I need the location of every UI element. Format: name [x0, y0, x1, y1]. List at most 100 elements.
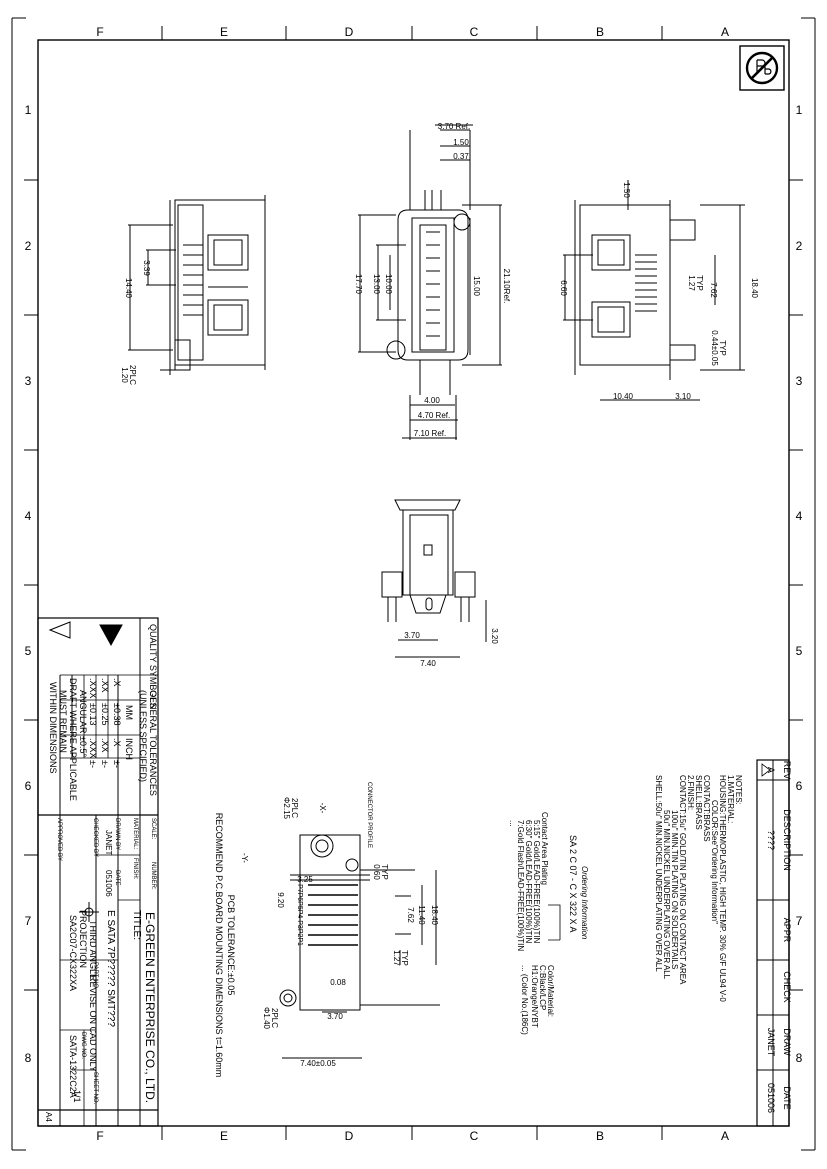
dim-1-50: 1.50 [453, 138, 469, 147]
tol-header-mm: MM [124, 705, 134, 720]
note-line-1: 1.MATERIAL: [726, 775, 735, 823]
dim-3-10: 3.10 [675, 392, 691, 401]
draft-line-1: DRAFT WHERE APPLICABLE [68, 678, 78, 801]
dim-3-70-pcb: 3.70 [327, 1012, 343, 1021]
color-option-c: C:Black/LCP [538, 965, 547, 1010]
tol-row2-mm-key: .XX [100, 678, 110, 693]
rev-header: REV [782, 761, 792, 780]
plating-option-5: 5:15" Gold/LEAD-FREE(100%)TIN [532, 820, 541, 944]
tol-row3-in-val: ±- [88, 760, 98, 768]
zone-bottom-e: E [220, 1129, 228, 1143]
zone-bottom-b: B [596, 1129, 604, 1143]
zone-top-a: A [721, 25, 729, 39]
quality-symbols-label: QUALITY SYMBOLS [148, 624, 158, 708]
angular-tolerance: ANGULAR ±0.5° [78, 690, 88, 757]
tol-row3-mm-val: ±0.13 [88, 703, 98, 725]
dim-1-20: 1.20 [120, 367, 129, 383]
row-numbers-left: 1 2 3 4 5 6 7 8 [25, 103, 32, 1065]
zone-bottom-d: D [345, 1129, 354, 1143]
color-option-h1: H1:Orange/NYBT [530, 965, 539, 1028]
front-view-dims: 3.70 Ref. 1.50 0.37 17.70 13.00 10.00 15… [354, 122, 511, 438]
note-line-6: 2.FINISH: [686, 775, 695, 810]
front-view [358, 124, 502, 440]
dim-9-20: 9.20 [276, 892, 285, 908]
zone-top-f: F [96, 25, 103, 39]
dim-0-60: 0.60 [372, 864, 381, 880]
drawing-title: E SATA 7P????? SMT??? [105, 910, 116, 1027]
row-numbers-right: 1 2 3 4 5 6 7 8 [796, 103, 803, 1065]
right-view-dims: 1.50 6.60 1.27 TYP 7.62 18.40 0.44±0.05 … [559, 182, 759, 401]
dim-b-3-70: 3.70 [404, 631, 420, 640]
note-line-10: SHELL:50u" MIN.NICKEL UNDERPLATING OVER … [654, 775, 663, 972]
dim-1-27-typ: TYP [695, 275, 704, 291]
note-line-8: 100u" MIN.TIN PLATING ON SOLDERTAILS [670, 810, 679, 969]
pcb-labels: RECOMMEND P.C.BOARD MOUNTING DIMENSIONS … [214, 782, 439, 1077]
row-left-6: 6 [25, 779, 32, 793]
title-block: QUALITY SYMBOLS GENERAL TOLERANCES (UNLE… [37, 617, 159, 1127]
dim-3-25: 3.25 [297, 875, 313, 884]
check-header: CHECK [782, 971, 792, 1003]
bottom-view [381, 499, 487, 658]
tolerance-sub: (UNLESS SPECIFIED) [138, 690, 148, 782]
projection-icon [79, 902, 99, 922]
pcb-x-axis: -X- [318, 803, 327, 814]
row-right-7: 7 [796, 914, 803, 928]
tol-row1-in-val: ±- [112, 760, 122, 768]
row-right-5: 5 [796, 644, 803, 658]
dim-21-10-ref: 21.10Ref. [502, 269, 511, 304]
dim-10-40: 10.40 [613, 392, 634, 401]
tol-row3-in-key: .XXX [88, 738, 98, 759]
lead-free-icon [739, 45, 785, 91]
dim-18-40: 18.40 [750, 278, 759, 299]
appr-header: APPR [782, 918, 792, 943]
note-line-4: CONTACT:BRASS [702, 775, 711, 842]
ordering-block: Ordering Information SA 2 C 07 - C X 322… [508, 812, 589, 1035]
pin-numbers: P7P6P5P4 P3P2P1 [296, 884, 303, 946]
dim-7-10-ref: 7.10 Ref. [414, 429, 446, 438]
tolerance-heading: GENERAL TOLERANCES [148, 690, 158, 796]
dim-7-62-pcb: 7.62 [406, 907, 415, 923]
color-option-more: ... (Color No.(186C) [520, 965, 529, 1035]
drawn-by-label: DRAWN BY [114, 818, 120, 850]
filled-triangle-icon [99, 624, 123, 647]
row-right-3: 3 [796, 374, 803, 388]
tol-row3-mm-key: .XXX [88, 678, 98, 699]
finish-label: FINISH: [132, 858, 138, 880]
zone-letters-bottom: F E D C B A [96, 1129, 729, 1143]
bottom-view-dims: 3.70 7.40 3.20 [404, 628, 499, 668]
tol-header-inch: INCH [124, 738, 134, 760]
row-right-8: 8 [796, 1051, 803, 1065]
dwg-no-label: DWG NO. [80, 1032, 86, 1059]
dim-7-40-pcb: 7.40±0.05 [300, 1059, 336, 1068]
revise-on-cad: REVISE ON CAD ONLY [88, 975, 98, 1072]
dim-1-27: 1.27 [687, 275, 696, 291]
dwg-number: SATA-1322C2A [68, 1035, 78, 1098]
dim-4-70-ref: 4.70 Ref. [418, 411, 450, 420]
dim-b-7-40: 7.40 [420, 659, 436, 668]
company-name: E-GREEN ENTERPRISE CO., LTD. [143, 912, 157, 1103]
left-side-view [128, 195, 266, 375]
hole-top-dia: Φ2.15 [282, 797, 291, 820]
pcb-title: RECOMMEND P.C.BOARD MOUNTING DIMENSIONS … [214, 813, 224, 1078]
dim-11-40: 11.40 [417, 905, 426, 925]
quality-symbol-icons [48, 621, 123, 647]
row-right-6: 6 [796, 779, 803, 793]
connector-profile-label: CONNECTOR PROFILE [366, 782, 372, 848]
rev-value: A [766, 767, 776, 773]
zone-bottom-f: F [96, 1129, 103, 1143]
row-right-4: 4 [796, 509, 803, 523]
row-left-3: 3 [25, 374, 32, 388]
dim-7-62: 7.62 [709, 282, 718, 298]
row-right-2: 2 [796, 239, 803, 253]
note-line-7: CONTACT:15u" GOLD/TIN PLATING ON CONTACT… [678, 775, 687, 985]
note-line-2: HOUSING:THERMOPLASTIC, HIGH TEMP. 30% G/… [718, 775, 727, 1002]
plating-option-6: 6:30" Gold/LEAD-FREE(100%)TIN [524, 820, 533, 944]
notes-heading: NOTES: [734, 775, 743, 805]
revision-block: REV DESCRIPTION APPR CHECK DRAW DATE A ?… [756, 759, 792, 1127]
part-no-label: PART NO. [92, 962, 98, 990]
ordering-heading: Ordering Information [580, 866, 589, 940]
draft-line-3: WITHIN DIMENSIONS [48, 682, 58, 774]
tol-row2-mm-val: ±0.25 [100, 703, 110, 725]
approved-by-label: APPROVED BY [56, 818, 62, 861]
